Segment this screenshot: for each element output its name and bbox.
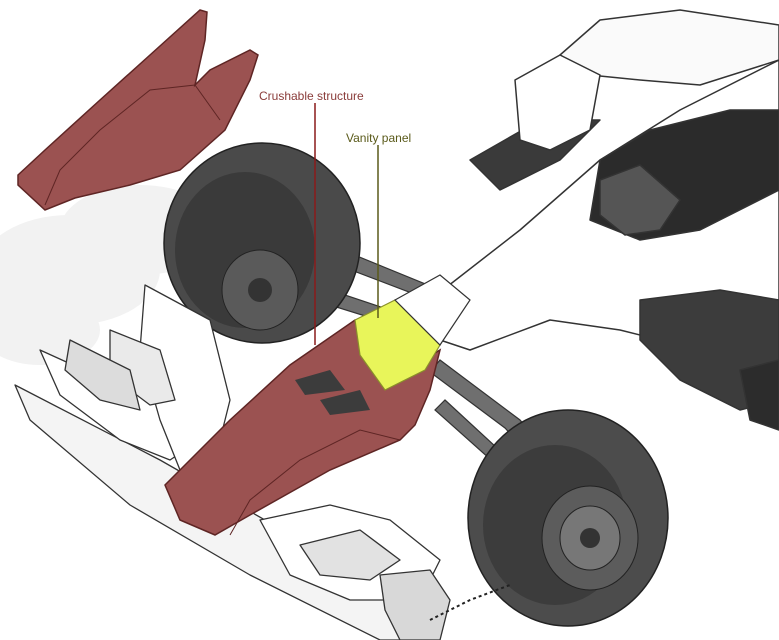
nose-crushable-structure xyxy=(164,319,442,536)
front-left-tyre xyxy=(163,142,361,344)
nose-to-chassis-link xyxy=(394,274,471,346)
leader-lines xyxy=(314,100,405,345)
vanity-panel-label: Vanity panel xyxy=(346,131,412,145)
crushable-structure-label: Crushable structure xyxy=(259,89,364,103)
dashed-detail-line xyxy=(429,584,511,621)
front-right-tyre xyxy=(467,409,669,627)
car-body xyxy=(429,9,779,431)
exploded-crushable-structure xyxy=(17,9,259,211)
